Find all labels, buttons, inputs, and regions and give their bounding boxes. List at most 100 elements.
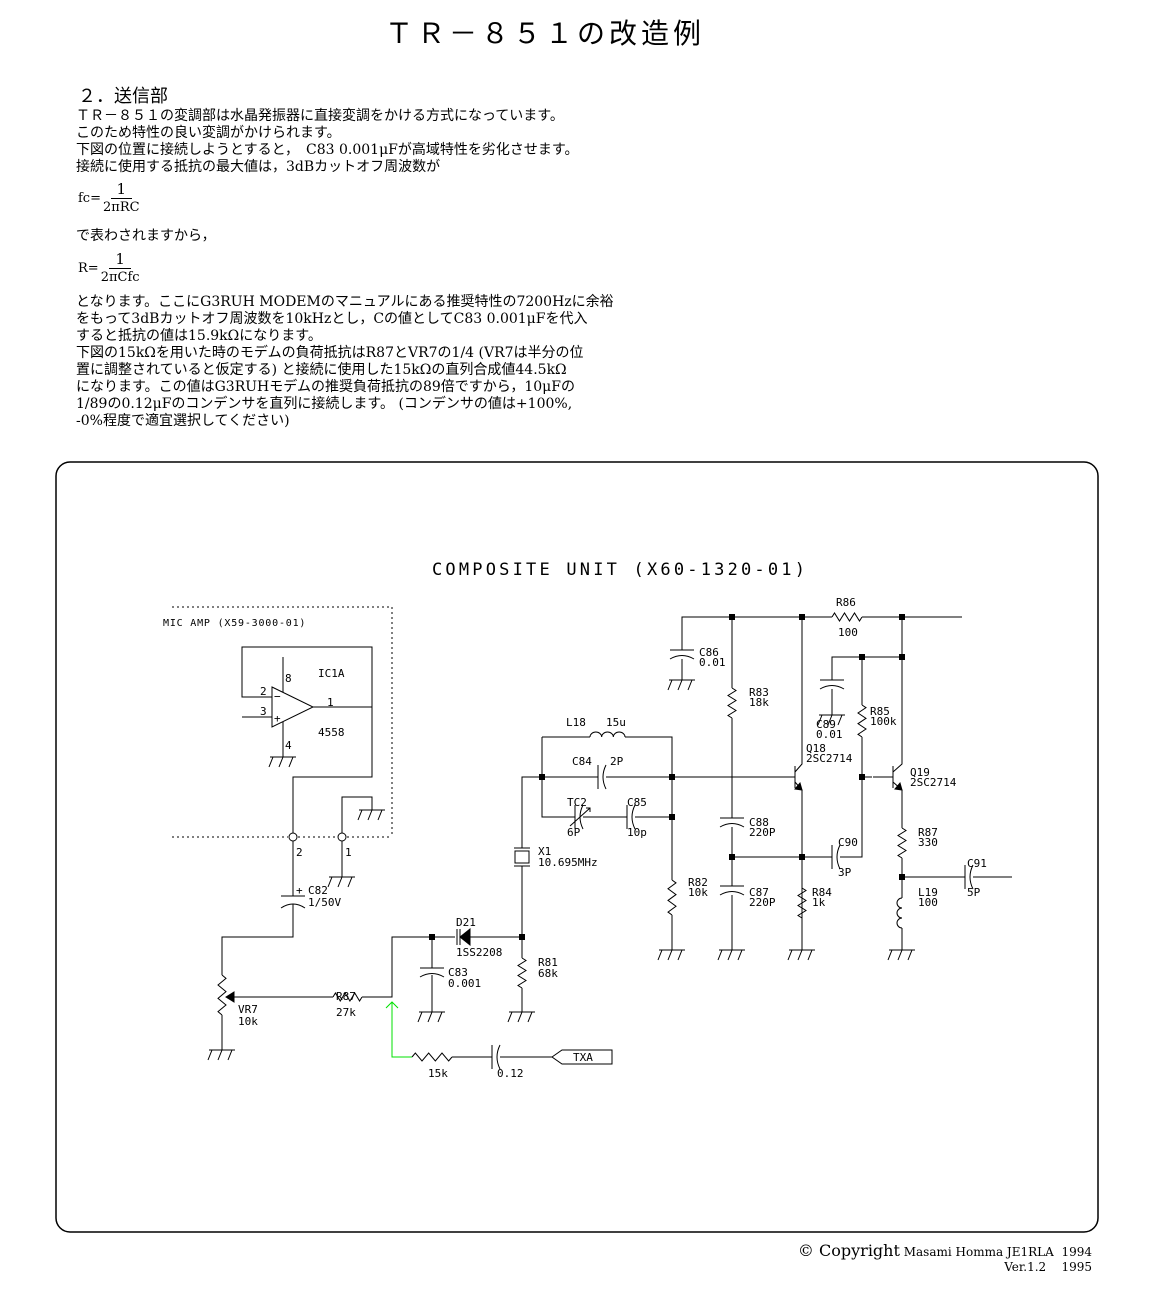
r87b-name: R87 — [918, 826, 938, 839]
pin-label: 2 — [260, 685, 267, 698]
ground-symbol — [417, 1011, 445, 1023]
ground-symbol — [207, 1049, 235, 1061]
junction-dot — [539, 774, 545, 780]
pin-label: 3 — [260, 705, 267, 718]
junction-dot — [669, 774, 675, 780]
wire — [681, 616, 832, 650]
ground-symbol — [327, 876, 355, 888]
formula-lhs: fc= — [78, 191, 101, 206]
resistor-symbol — [727, 687, 737, 719]
text-line: ＴＲ－８５１の変調部は水晶発振器に直接変調をかける方式になっています。 — [76, 108, 564, 124]
inductor-symbol — [589, 731, 626, 738]
text-line: になります。この値はG3RUHモデムの推奨負荷抵抗の89倍ですから，10μFの — [76, 379, 575, 395]
c90-value: 3P — [838, 866, 852, 879]
module-boundary — [172, 606, 393, 838]
connector-pin-label: 1 — [345, 846, 352, 859]
opamp-symbol — [271, 686, 315, 728]
text-line: 置に調整されていると仮定する) と接続に使用した15kΩの直列合成値44.5kΩ — [76, 362, 567, 378]
connector-pin — [337, 832, 347, 842]
opamp-minus: − — [274, 690, 281, 703]
pin-label: 1 — [327, 696, 334, 709]
resistor-symbol — [897, 827, 907, 859]
tc2-name: TC2 — [567, 796, 587, 809]
added-capacitor-value: 0.12 — [497, 1067, 524, 1080]
wire — [241, 646, 373, 833]
c88-value: 220P — [749, 826, 776, 839]
r83-value: 18k — [749, 696, 769, 709]
emitter-arrow — [894, 781, 903, 791]
year-1994: 1994 — [1061, 1245, 1092, 1259]
text-line: -0%程度で適宜選択してください) — [76, 413, 290, 429]
wire — [861, 737, 872, 778]
text-line: すると抵抗の値は15.9kΩになります。 — [76, 328, 322, 344]
txa-tag — [551, 1049, 613, 1065]
r85-value: 100k — [870, 715, 897, 728]
capacitor-symbol — [831, 844, 841, 870]
capacitor-symbol — [419, 967, 445, 978]
ground-symbol — [787, 949, 815, 961]
c82-polarity: + — [296, 884, 303, 897]
wire — [840, 777, 863, 858]
capacitor-symbol — [719, 817, 745, 828]
ground-symbol — [887, 949, 915, 961]
r87b-value: 330 — [918, 836, 938, 849]
c87-value: 220P — [749, 896, 776, 909]
vr7-name: VR7 — [238, 1003, 258, 1016]
wire — [625, 736, 673, 817]
l19-value: 100 — [918, 896, 938, 909]
resistor-symbol — [411, 1052, 453, 1062]
wire — [541, 737, 575, 818]
ground-symbol — [717, 949, 745, 961]
c86-name: C86 — [699, 646, 719, 659]
ground-symbol — [268, 756, 296, 768]
formula-lhs: R= — [78, 261, 99, 276]
text-line: 1/89の0.12μFのコンデンサを直列に接続します。 (コンデンサの値は+10… — [76, 396, 573, 412]
c86-value: 0.01 — [699, 656, 726, 669]
capacitor-symbol — [491, 1044, 501, 1070]
tc2-value: 6P — [567, 826, 581, 839]
wire — [521, 776, 542, 848]
c82-name: C82 — [308, 884, 328, 897]
emitter-arrow — [794, 781, 803, 791]
c89-value: 0.01 — [816, 728, 843, 741]
d21-name: D21 — [456, 916, 476, 929]
added-wire — [391, 1002, 412, 1058]
transistor-symbol — [775, 617, 803, 950]
resistor-symbol — [797, 887, 807, 919]
crystal-symbol — [514, 850, 530, 864]
wiper-arrow — [225, 991, 235, 1003]
vr7-value: 10k — [238, 1015, 258, 1028]
section-heading: ２．送信部 — [78, 86, 168, 107]
connector-pin-label: 2 — [296, 846, 303, 859]
wire — [831, 656, 902, 680]
text-line: 下図の15kΩを用いた時のモデムの負荷抵抗はR87とVR7の1/4 (VR7は半… — [76, 345, 584, 361]
r87-name: R87 — [336, 990, 356, 1003]
pin-label: 8 — [285, 672, 292, 685]
capacitor-symbol — [626, 804, 636, 830]
r81-value: 68k — [538, 967, 558, 980]
q18-name: Q18 — [806, 742, 826, 755]
d21-value: 1SS2208 — [456, 946, 502, 959]
resistor-symbol — [667, 879, 677, 916]
r83-name: R83 — [749, 686, 769, 699]
r84-name: R84 — [812, 886, 832, 899]
q18-part: 2SC2714 — [806, 752, 853, 765]
r84-value: 1k — [812, 896, 826, 909]
added-arrow — [385, 1001, 399, 1009]
year-1995: 1995 — [1061, 1260, 1092, 1274]
r85-name: R85 — [870, 705, 890, 718]
text-line: 下図の位置に接続しようとすると， C83 0.001μFが高域特性を劣化させます… — [76, 142, 579, 158]
c90-name: C90 — [838, 836, 858, 849]
resistor-symbol — [831, 612, 863, 622]
c85-value: 10p — [627, 826, 647, 839]
r86-value: 100 — [838, 626, 858, 639]
page-title: ＴＲ－８５１の改造例 — [384, 17, 705, 50]
wire — [341, 796, 373, 833]
diode-symbol — [459, 927, 471, 947]
mic-amp-label: MIC AMP (X59-3000-01) — [163, 618, 306, 629]
ic-name: IC1A — [318, 667, 345, 680]
x1-name: X1 — [538, 845, 551, 858]
c85-name: C85 — [627, 796, 647, 809]
